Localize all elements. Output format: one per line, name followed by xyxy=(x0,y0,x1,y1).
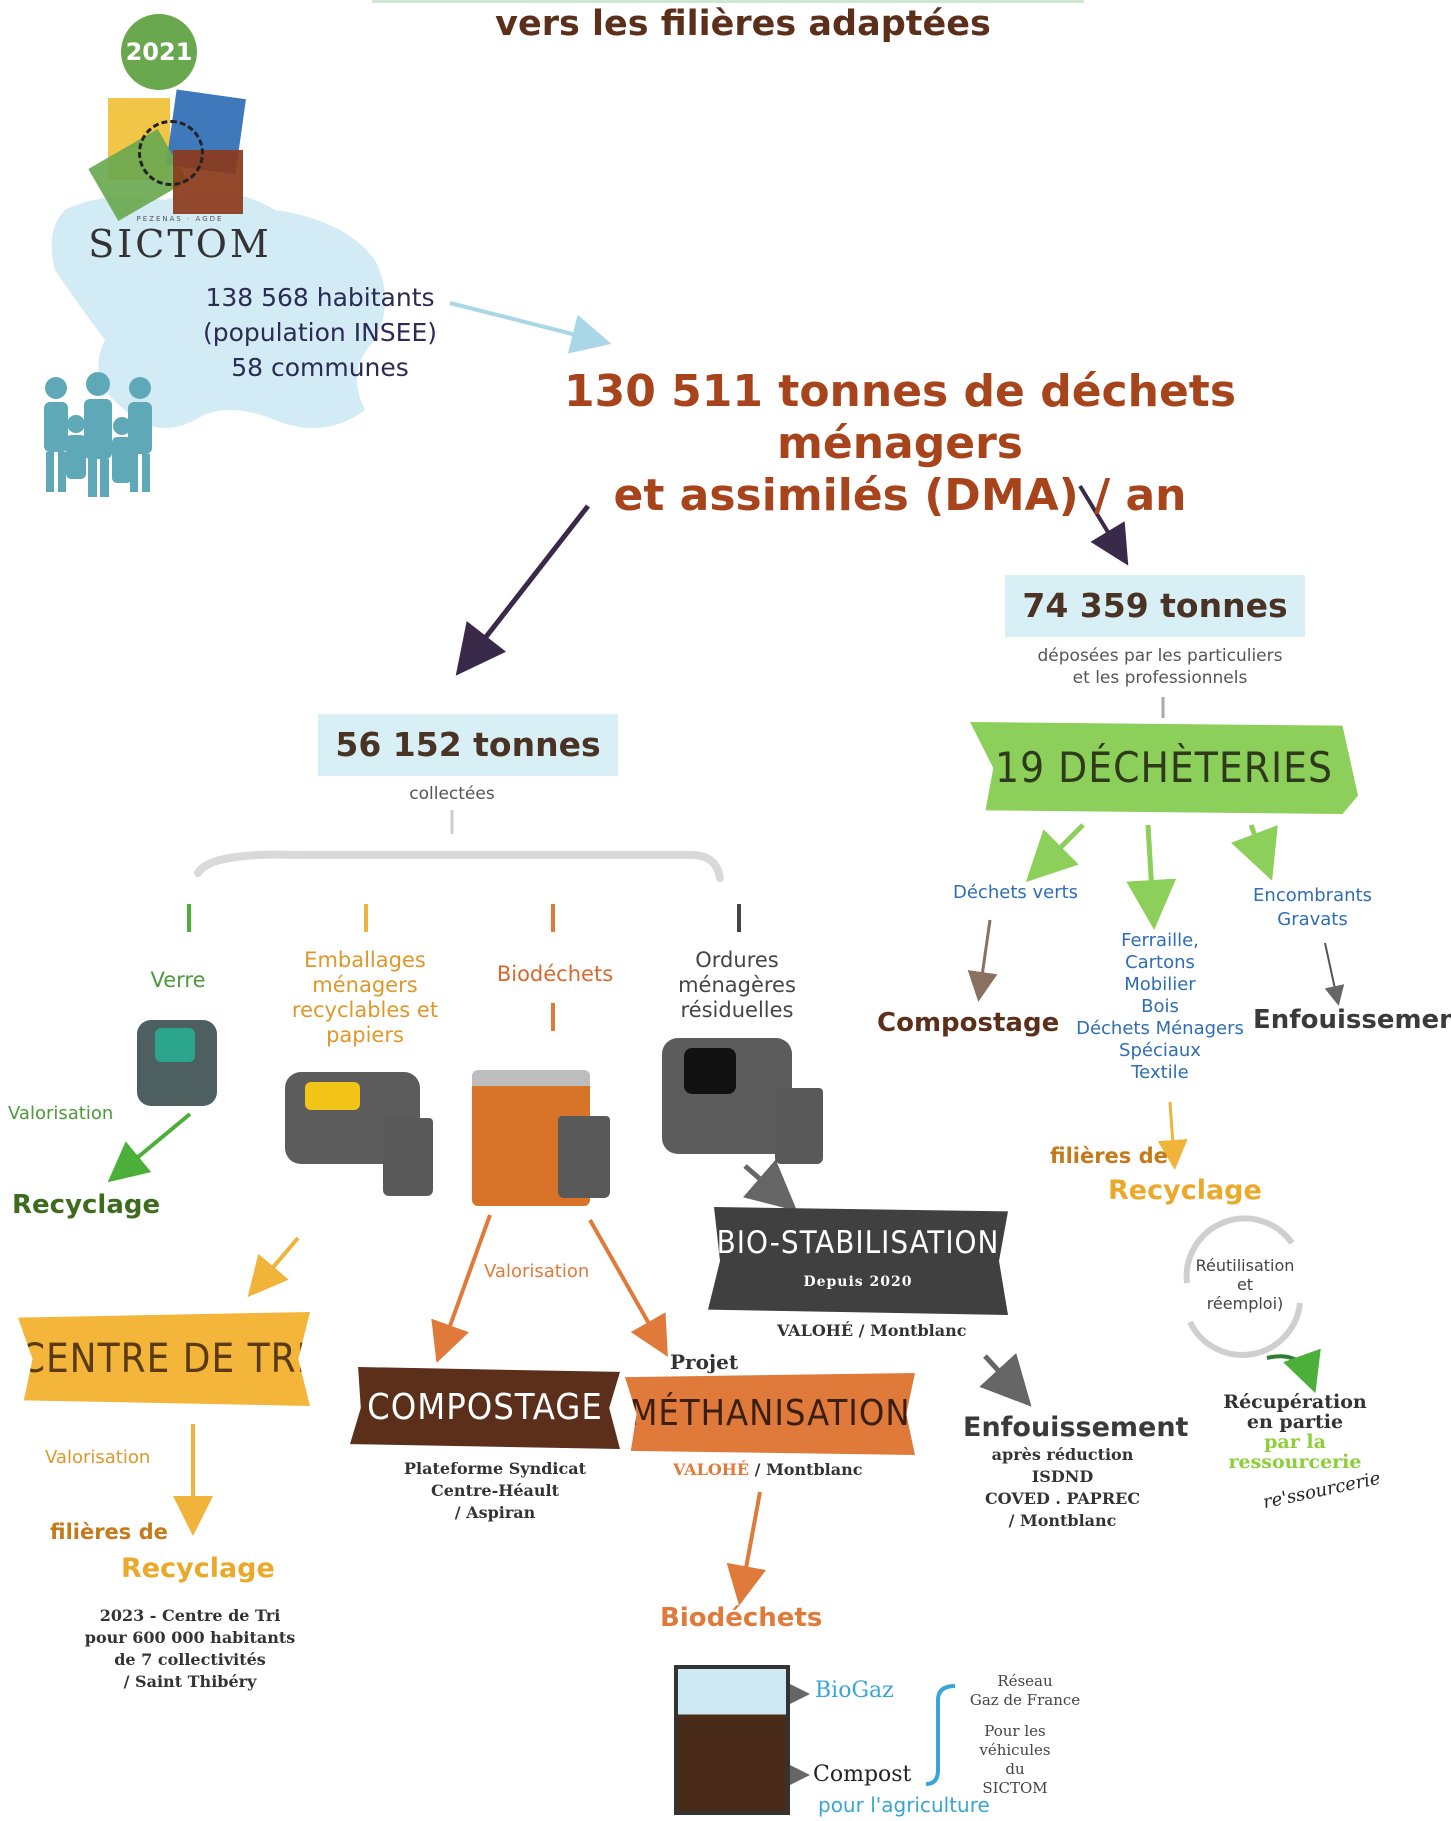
projet-label: Projet xyxy=(670,1350,739,1374)
tick-verre xyxy=(187,904,191,932)
enfouissement-right: Enfouissement xyxy=(1253,1005,1451,1035)
arrow-right-branch xyxy=(1078,484,1129,566)
communes-count: 58 communes xyxy=(231,353,409,382)
biodechets-label: Biodéchets xyxy=(660,1603,823,1633)
arrow-left-branch xyxy=(455,504,590,676)
tick-ordures xyxy=(737,904,741,932)
page-title: vers les filières adaptées xyxy=(495,4,991,44)
enfouissement-note: après réduction ISDND COVED . PAPREC / M… xyxy=(984,1445,1141,1530)
tri-note: 2023 - Centre de Tri pour 600 000 habita… xyxy=(84,1606,296,1691)
tick-biodechets xyxy=(551,904,555,932)
logo-name: SICTOM xyxy=(88,222,272,266)
recuperation-note: Récupération en partie par la ressourcer… xyxy=(1223,1391,1367,1473)
tri-filieres: filières de xyxy=(50,1520,168,1544)
right-filieres: filières de xyxy=(1050,1144,1168,1168)
compost-label: Compost xyxy=(813,1762,912,1787)
tri-recyclage: Recyclage xyxy=(121,1553,275,1584)
collected-caption: collectées xyxy=(409,784,495,804)
deposited-tonnage: 74 359 tonnes xyxy=(1005,575,1305,637)
dechets-verts: Déchets verts xyxy=(953,882,1079,903)
verre-recyclage: Recyclage xyxy=(12,1190,161,1220)
packaging-wheelie-icon xyxy=(383,1118,433,1196)
bio-valorisation: Valorisation xyxy=(484,1261,590,1282)
people-icon xyxy=(44,372,152,497)
header-rule xyxy=(372,0,1084,3)
tick-emballages xyxy=(364,904,368,932)
category-emballages: Emballages ménagers recyclables et papie… xyxy=(291,948,439,1047)
biostabilisation-banner: BIO-STABILISATION Depuis 2020 xyxy=(708,1207,1008,1315)
compostage-note: Plateforme Syndicat Centre-Héault / Aspi… xyxy=(404,1459,586,1522)
total-line1: 130 511 tonnes de déchets ménagers xyxy=(563,366,1237,469)
reuse-cycle: Réutilisation et réemploi) xyxy=(1195,1256,1295,1313)
logo-subtitle: PEZENAS · AGDE xyxy=(136,215,224,223)
year-badge: 2021 xyxy=(121,14,197,90)
sictom-logo xyxy=(83,89,273,221)
decheteries-banner: 19 DÉCHÈTERIES xyxy=(970,722,1358,814)
collected-bracket xyxy=(194,850,724,882)
methanisation-note: VALOHÉ / Montblanc xyxy=(673,1460,863,1479)
category-biodechets: Biodéchets xyxy=(496,962,614,986)
verre-valorisation: Valorisation xyxy=(8,1103,114,1124)
arrow-to-total xyxy=(449,301,612,354)
residual-wheelie-icon xyxy=(775,1088,823,1164)
territory-map xyxy=(51,192,386,428)
category-ordures: Ordures ménagères résiduelles xyxy=(678,948,796,1022)
category-verre: Verre xyxy=(150,968,206,992)
total-tonnage: 130 511 tonnes de déchets ménagers et as… xyxy=(470,366,1330,522)
glass-bin-icon xyxy=(137,1020,217,1106)
total-line2: et assimilés (DMA) / an xyxy=(613,470,1187,521)
deposited-caption: déposées par les particuliers et les pro… xyxy=(1037,646,1283,688)
compostage-right: Compostage xyxy=(877,1008,1060,1038)
right-recyclage: Recyclage xyxy=(1108,1175,1262,1206)
reseau-gaz: Réseau Gaz de France xyxy=(969,1672,1081,1709)
centre-de-tri-banner: CENTRE DE TRI xyxy=(18,1312,310,1406)
vehicules-sictom: Pour les véhicules du SICTOM xyxy=(979,1722,1051,1797)
decheterie-materials: Ferraille, Cartons Mobilier Bois Déchets… xyxy=(1076,930,1244,1083)
population-source: (population INSEE) xyxy=(202,318,438,347)
encombrants-gravats: Encombrants Gravats xyxy=(1253,885,1372,930)
digester-icon xyxy=(674,1665,790,1815)
residual-bin-icon xyxy=(662,1038,792,1154)
biostab-note: VALOHÉ / Montblanc xyxy=(777,1321,967,1340)
biogaz-label: BioGaz xyxy=(815,1678,894,1703)
enfouissement-left: Enfouissement xyxy=(963,1412,1189,1443)
population-count: 138 568 habitants xyxy=(205,283,435,312)
agriculture-label: pour l'agriculture xyxy=(818,1793,990,1817)
collected-tonnage: 56 152 tonnes xyxy=(318,714,618,776)
population-info: 138 568 habitants (population INSEE) 58 … xyxy=(200,280,440,385)
compostage-banner: COMPOSTAGE xyxy=(350,1367,620,1449)
tri-valorisation: Valorisation xyxy=(45,1447,151,1468)
biowaste-wheelie-icon xyxy=(558,1116,610,1198)
methanisation-banner: MÉTHANISATION xyxy=(625,1373,915,1455)
